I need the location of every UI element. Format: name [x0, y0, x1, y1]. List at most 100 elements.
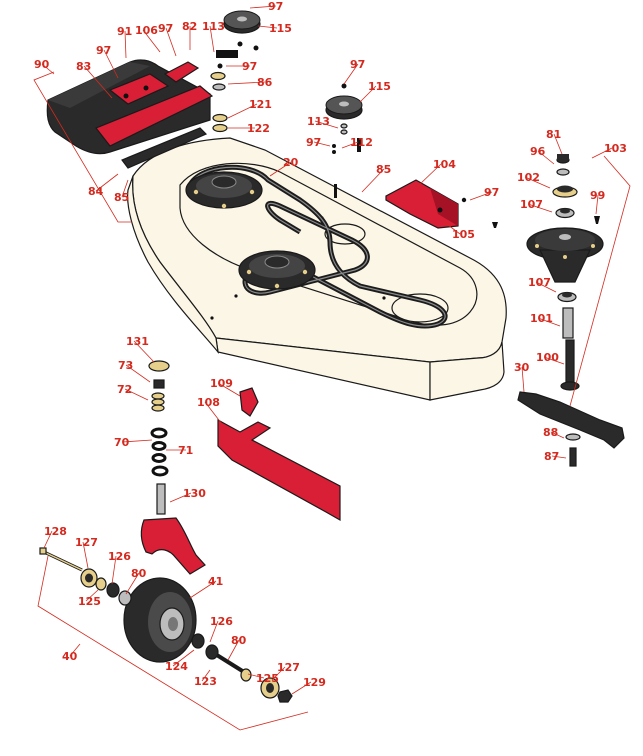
leader-line: [204, 401, 223, 425]
leader-line: [550, 431, 565, 439]
part-label: 40: [62, 650, 78, 663]
part-label: 81: [546, 128, 561, 141]
leader-line: [343, 63, 359, 85]
leader-line: [249, 5, 277, 9]
leader-line: [103, 49, 119, 79]
leader-line: [247, 673, 265, 679]
leader-line: [227, 81, 266, 85]
idler-pulley: [210, 10, 261, 133]
leader-line: [341, 141, 359, 149]
part-label: 126: [210, 615, 233, 628]
part-label: 130: [183, 487, 206, 500]
leader-line: [553, 133, 563, 155]
part-label: 97: [350, 58, 365, 71]
washer: [150, 427, 169, 477]
part-label: 129: [303, 676, 326, 689]
part-label: 84: [88, 185, 104, 198]
leader-line: [359, 85, 377, 103]
leader-line: [543, 356, 565, 365]
deck-pulley-rear: [185, 171, 263, 209]
part-label: 71: [178, 444, 193, 457]
part-label: 72: [117, 383, 132, 396]
leader-line: [209, 620, 219, 643]
part-label: 100: [536, 351, 559, 364]
leader-line: [361, 168, 385, 193]
leader-line: [417, 163, 442, 187]
part-label: 85: [376, 163, 391, 176]
nut: [277, 689, 293, 703]
part-label: 127: [75, 536, 98, 549]
part-label: 83: [76, 60, 91, 73]
part-label: 105: [452, 228, 475, 241]
part-label: 122: [247, 122, 270, 135]
leader-line: [209, 25, 215, 53]
leader-line: [124, 30, 127, 59]
spindle-bearing: [552, 154, 600, 303]
bracket: [385, 179, 498, 229]
leader-line: [595, 194, 599, 215]
leader-line: [85, 589, 99, 602]
leader-line: [443, 221, 461, 235]
part-label: 41: [208, 575, 223, 588]
leader-line: [124, 388, 149, 401]
leader-line: [537, 317, 561, 327]
leader-line: [537, 150, 555, 165]
belt: [187, 164, 448, 329]
leader-line: [83, 65, 113, 99]
part-label: 90: [34, 58, 50, 71]
part-label: 106: [135, 24, 158, 37]
leader-line: [217, 382, 241, 397]
leader-line: [201, 669, 211, 682]
leader-line: [521, 366, 525, 393]
leader-line: [269, 161, 292, 177]
leader-line: [591, 147, 613, 159]
leader-line: [125, 364, 151, 383]
leader-line: [524, 176, 551, 189]
part-label: 80: [231, 634, 247, 647]
leader-line: [121, 179, 129, 198]
part-label: 102: [517, 171, 540, 184]
blade: [517, 391, 625, 467]
part-label: 30: [514, 361, 530, 374]
part-label: 124: [165, 660, 188, 673]
leader-line: [313, 141, 331, 147]
leader-line: [43, 530, 53, 549]
part-label: 113: [307, 115, 330, 128]
part-label: 127: [277, 661, 300, 674]
part-label: 112: [350, 136, 373, 149]
leader-line: [95, 173, 119, 192]
part-label: 126: [108, 550, 131, 563]
part-label: 123: [194, 675, 217, 688]
leader-line: [271, 666, 286, 681]
belt-cover: [46, 59, 214, 155]
part-label: 91: [117, 25, 132, 38]
leader-line: [535, 281, 557, 293]
bushing: [148, 360, 170, 412]
part-label: 97: [96, 44, 111, 57]
deck-pulley-front: [238, 250, 316, 290]
caster-wheel: [123, 577, 197, 663]
part-label: 82: [182, 20, 197, 33]
part-label: 70: [114, 436, 130, 449]
part-label: 131: [126, 335, 149, 348]
part-label: 125: [256, 672, 279, 685]
leader-line: [133, 340, 155, 363]
caster-fork: [140, 483, 206, 575]
part-label: 107: [528, 276, 551, 289]
group-outlines: [33, 71, 631, 731]
part-label: 80: [131, 567, 147, 580]
leader-line: [189, 580, 217, 599]
part-label: 99: [590, 189, 605, 202]
leader-line: [142, 29, 161, 53]
part-label: 115: [269, 22, 292, 35]
part-label: 20: [283, 156, 299, 169]
part-label: 107: [520, 198, 543, 211]
wheel-bearing: [80, 568, 219, 660]
leader-line: [227, 103, 258, 119]
part-label: 97: [306, 136, 321, 149]
part-label: 86: [257, 76, 273, 89]
part-label: 108: [197, 396, 220, 409]
part-label: 87: [544, 450, 559, 463]
leader-line: [469, 191, 493, 201]
